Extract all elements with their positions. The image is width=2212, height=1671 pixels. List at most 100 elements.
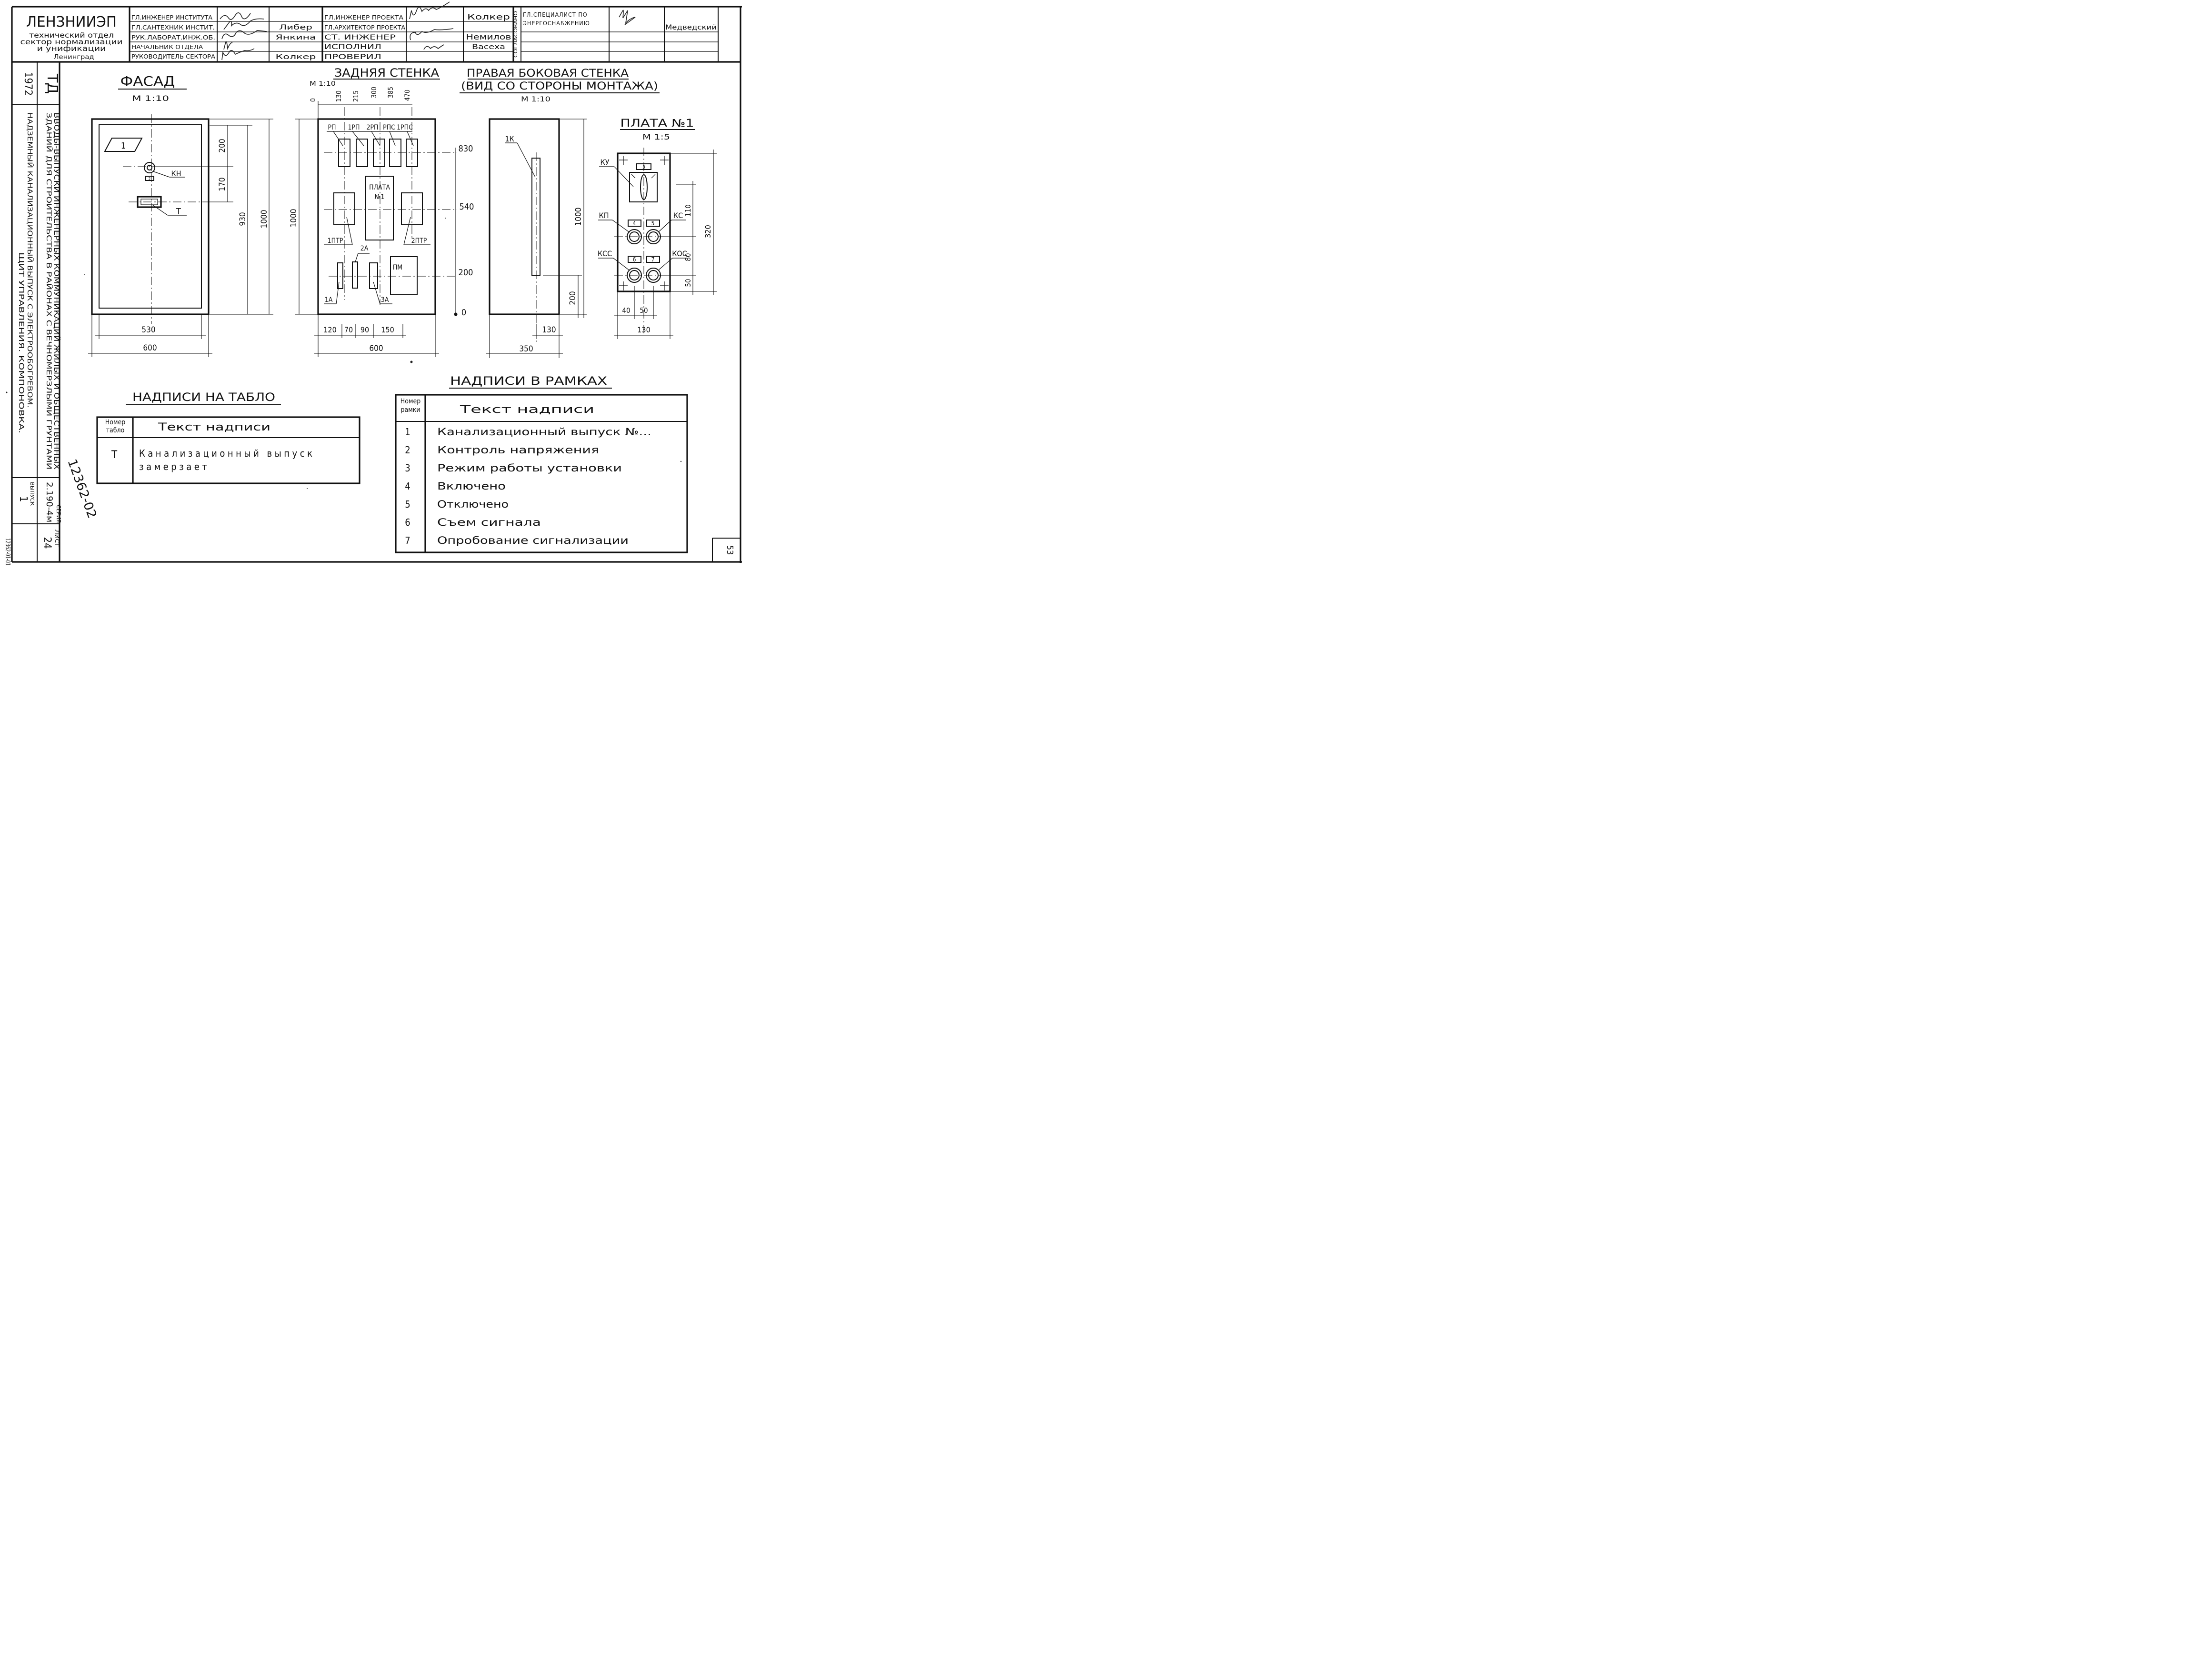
board1-label-kp: КП xyxy=(599,211,609,220)
board1-dim-50-v: 50 xyxy=(684,279,692,287)
lamp-kc xyxy=(646,229,661,244)
board1-label-3: 3 xyxy=(642,165,645,170)
board-1-label: ПЛАТА №1 xyxy=(369,184,390,201)
board1-dim-40: 40 xyxy=(622,306,630,315)
tablo-col2-header: Текст надписи xyxy=(157,421,270,433)
transformer-1ptr xyxy=(333,192,355,225)
edge-number: 12362-01-01 xyxy=(4,538,11,566)
facade-dim-600: 600 xyxy=(143,343,157,353)
side-view-subtitle: (ВИД СО СТОРОНЫ МОНТАЖА) xyxy=(461,80,658,92)
agreed-role: ГЛ.СПЕЦИАЛИСТ ПО ЭНЕРГОСНАБЖЕНИЮ xyxy=(523,11,590,27)
switch-ku-frame-3 xyxy=(636,163,651,170)
board1-dim-130: 130 xyxy=(637,325,650,334)
side-dim-1000: 1000 xyxy=(574,208,583,226)
label-2ptr: 2ПТР xyxy=(411,237,427,245)
board1-label-kc: КС xyxy=(673,211,683,220)
name-left-2: Либер xyxy=(279,24,312,31)
signature-sector-head xyxy=(221,48,255,60)
side-dim-350: 350 xyxy=(519,344,533,354)
signature-dept-head xyxy=(223,41,233,50)
drawing-sheet: ЛЕНЗНИИЭП технический отдел сектор норма… xyxy=(4,1,742,566)
label-pm: ПМ xyxy=(393,264,402,271)
role-left-1: ГЛ.ИНЖЕНЕР ИНСТИТУТА xyxy=(131,14,213,21)
level-830: 830 xyxy=(459,144,473,154)
name-left-3: Янкина xyxy=(276,34,316,41)
board1-label-kss: КСС xyxy=(598,249,612,258)
frame-row-text: Канализационный выпуск №... xyxy=(437,426,651,438)
board1-label-7: 7 xyxy=(651,256,655,263)
lamp-kos xyxy=(646,268,661,283)
switch-ku xyxy=(629,172,658,202)
label-3a: 3А xyxy=(381,296,389,304)
side-wall-box xyxy=(489,118,560,315)
facade-outer-box xyxy=(91,118,210,315)
relay-label-1rp: 1РП xyxy=(348,124,360,131)
side-year: 1972 xyxy=(22,72,34,96)
page-box-number: 53 xyxy=(725,545,735,555)
inventory-stamp: 12362-02 xyxy=(64,457,99,520)
side-issue-value: 1 xyxy=(17,496,29,502)
lamp-kc-frame-5 xyxy=(646,220,660,227)
frames-table-title: НАДПИСИ В РАМКАХ xyxy=(450,374,607,388)
side-code: ТД xyxy=(44,73,60,94)
facade-scale: М 1:10 xyxy=(132,94,169,103)
name-mid-3: Немилов xyxy=(466,32,511,41)
board-1 xyxy=(365,176,394,240)
facade-dim-530: 530 xyxy=(141,325,155,335)
name-mid-4: Васеха xyxy=(472,43,505,51)
signature-senior-engineer xyxy=(410,28,454,40)
agreed-label: СОГЛАСОВАНО xyxy=(513,11,519,58)
signature-lab-head xyxy=(221,30,267,40)
scan-specks xyxy=(6,218,682,489)
board1-scale: М 1:5 xyxy=(642,132,670,141)
side-dim-130: 130 xyxy=(542,325,556,335)
relay-label-1rps: 1РПС xyxy=(397,124,413,131)
lamp-kos-frame-7 xyxy=(646,256,660,263)
fuse-3a xyxy=(369,262,378,289)
fuse-1a xyxy=(337,262,343,289)
frame-2-plate xyxy=(145,176,154,181)
frames-col2-header: Текст надписи xyxy=(459,404,594,416)
board1-dim-320: 320 xyxy=(703,225,712,238)
back-dim-70: 70 xyxy=(344,325,353,334)
relay-label-2rp: 2РП xyxy=(366,124,378,131)
name-mid-1: Колкер xyxy=(467,12,510,21)
back-dim-1000: 1000 xyxy=(289,209,299,228)
side-title-line-1: ВВОДЫ-ВЫПУСКИ ИНЖЕНЕРНЫХ КОММУНИКАЦИЙ ЖИ… xyxy=(52,112,61,470)
side-dim-200: 200 xyxy=(568,291,578,305)
tablo-t xyxy=(137,196,162,208)
agreed-name: Медведский xyxy=(665,24,717,31)
org-line-3: и унификации xyxy=(37,44,106,53)
name-left-5: Колкер xyxy=(276,53,316,61)
facade-label-t: Т xyxy=(176,207,181,217)
side-series-label: СЕРИЯ xyxy=(55,505,62,523)
level-0-mark xyxy=(454,312,458,316)
side-view-title: ПРАВАЯ БОКОВАЯ СТЕНКА xyxy=(467,68,629,80)
lamp-kss xyxy=(627,268,642,283)
relay-rps xyxy=(389,139,401,167)
level-200: 200 xyxy=(459,268,473,278)
org-name: ЛЕНЗНИИЭП xyxy=(26,14,117,30)
back-dim-120: 120 xyxy=(323,325,336,334)
back-dim-150: 150 xyxy=(381,325,394,334)
frame-row-text: Режим работы установки xyxy=(437,462,622,474)
facade-label-kn: КН xyxy=(171,169,181,178)
role-left-5: РУКОВОДИТЕЛЬ СЕКТОРА xyxy=(131,53,216,60)
starter-pm xyxy=(390,256,418,295)
facade-label-1: 1 xyxy=(121,141,126,151)
board1-label-6: 6 xyxy=(633,256,636,263)
frame-row-num: 4 xyxy=(405,480,410,492)
org-line-2: сектор нормализации xyxy=(20,38,123,46)
facade-title: ФАСАД xyxy=(120,73,175,89)
back-dim-90: 90 xyxy=(360,325,369,334)
board1-label-4: 4 xyxy=(633,220,636,227)
signature-chief-plumber xyxy=(223,18,264,30)
facade-dim-1000: 1000 xyxy=(260,210,269,229)
facade-dim-200: 200 xyxy=(218,139,227,152)
board1-label-kos: КОС xyxy=(672,249,687,258)
relay-2rp xyxy=(373,139,385,167)
frame-row-text: Отключено xyxy=(437,499,509,510)
back-wall-view: ЗАДНЯЯ СТЕНКА М 1:10 0 130 215 300 385 4… xyxy=(289,66,474,357)
side-sheet-value: 24 xyxy=(41,537,53,549)
side-sheet-label: ЛИСТ xyxy=(54,530,60,547)
